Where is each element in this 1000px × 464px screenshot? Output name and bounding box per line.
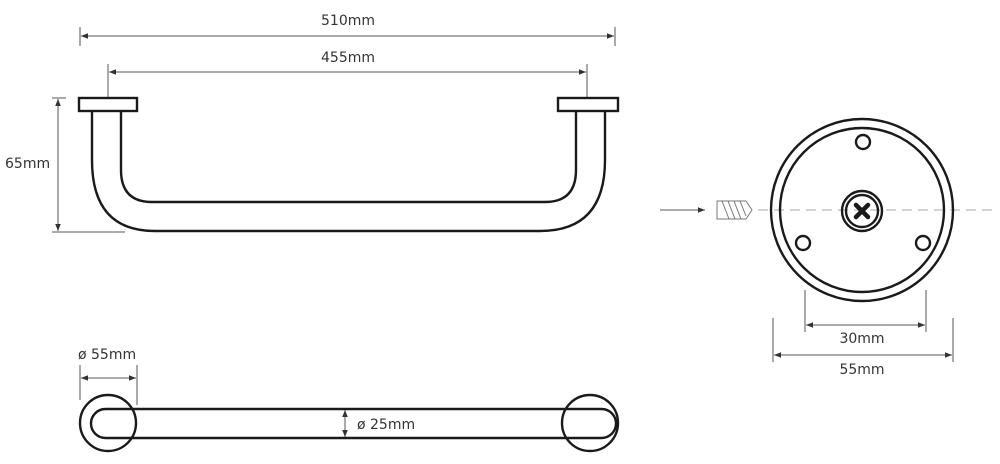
mounting-hole <box>794 234 812 252</box>
right-flange <box>556 96 620 113</box>
dimension-65mm: 65mm <box>5 97 125 233</box>
dimension-flange-diameter: ø 55mm <box>78 347 138 405</box>
grab-bar-front-view <box>78 393 620 453</box>
dimension-tube-diameter: ø 25mm <box>342 410 415 437</box>
label-center-distance: 455mm <box>321 50 375 66</box>
screw-icon <box>716 200 753 220</box>
left-flange <box>77 96 139 113</box>
label-overall-length: 510mm <box>321 13 375 29</box>
label-flange-diameter: ø 55mm <box>78 347 136 363</box>
dimension-510mm: 510mm <box>79 13 616 46</box>
label-tube-diameter: ø 25mm <box>357 417 415 433</box>
phillips-screw-icon <box>853 202 871 220</box>
dimension-55mm: 55mm <box>772 318 954 378</box>
label-flange-width: 55mm <box>839 362 884 378</box>
dimension-455mm: 455mm <box>107 50 588 97</box>
label-projection: 65mm <box>5 156 50 172</box>
mounting-hole <box>854 133 872 151</box>
grab-bar-top-view <box>77 96 620 233</box>
label-hole-spacing: 30mm <box>839 331 884 347</box>
mounting-hole <box>914 234 932 252</box>
dimension-30mm: 30mm <box>804 290 927 347</box>
flange-side-view <box>769 117 955 303</box>
